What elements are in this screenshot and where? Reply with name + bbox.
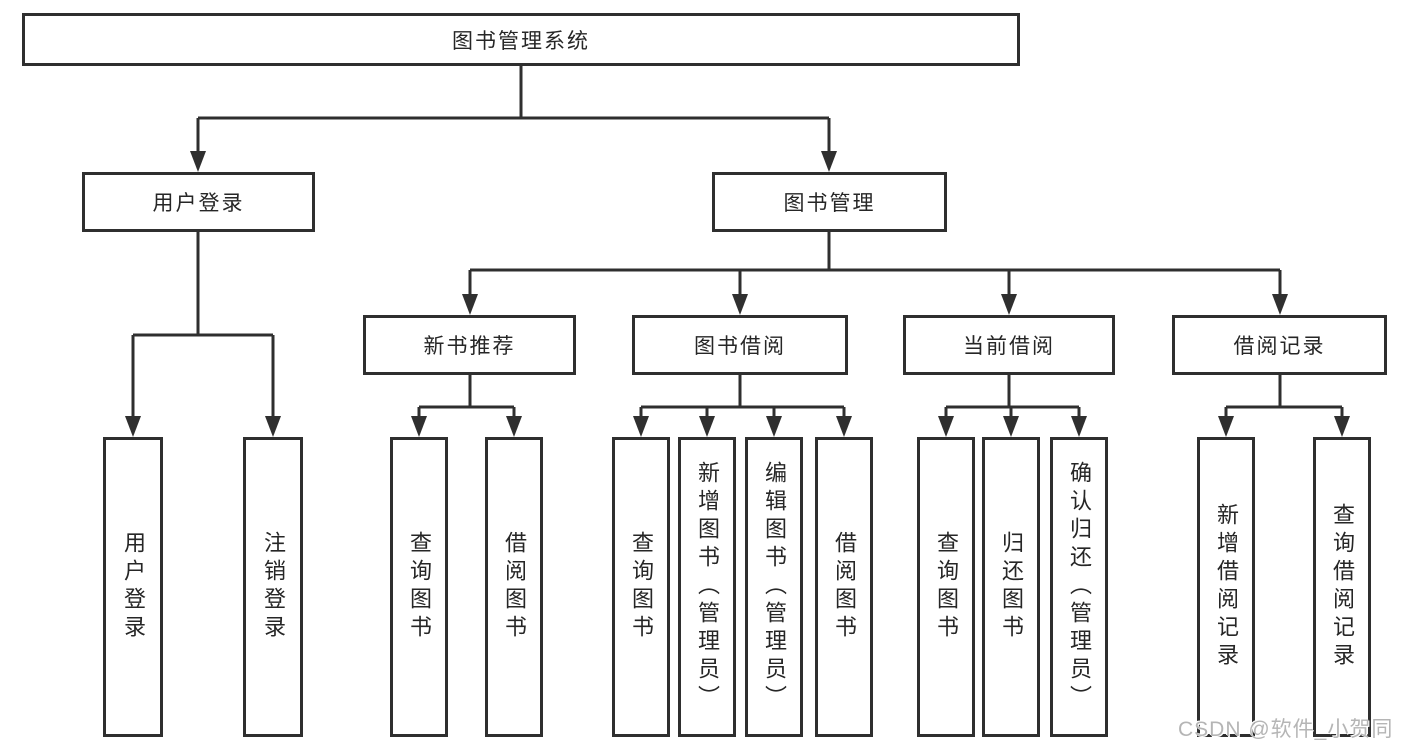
- connector-root-to-level2: [196, 66, 831, 154]
- leaf-confirm-return-admin: 确认归还（管理员）: [1050, 437, 1108, 737]
- leaf-query-books: 查询图书: [612, 437, 670, 737]
- arrowhead: [1071, 416, 1087, 437]
- leaf-query-books: 查询图书: [390, 437, 448, 737]
- leaf-borrow-books: 借阅图书: [815, 437, 873, 737]
- node-book-borrowing: 图书借阅: [632, 315, 848, 375]
- arrowhead: [1218, 416, 1234, 437]
- node-label: 用户登录: [152, 192, 245, 215]
- connector-current-borrowing: [944, 375, 1081, 421]
- connector-new-book-recommend: [417, 375, 516, 421]
- leaf-borrow-books: 借阅图书: [485, 437, 543, 737]
- arrowhead: [506, 416, 522, 437]
- node-label: 图书借阅: [694, 335, 786, 358]
- connector-borrowing-records: [1224, 375, 1344, 421]
- arrowhead: [190, 151, 206, 172]
- arrowhead: [938, 416, 954, 437]
- node-library-management-system: 图书管理系统: [22, 13, 1020, 66]
- leaf-query-books: 查询图书: [917, 437, 975, 737]
- arrowhead: [265, 416, 281, 437]
- node-current-borrowing: 当前借阅: [903, 315, 1115, 375]
- node-borrowing-records: 借阅记录: [1172, 315, 1387, 375]
- csdn-watermark: CSDN @软件_小贺同学: [1178, 718, 1394, 741]
- arrowhead: [1003, 416, 1019, 437]
- leaf-logout: 注销登录: [243, 437, 303, 737]
- arrowhead: [462, 294, 478, 315]
- connector-book-borrowing: [639, 375, 846, 421]
- node-new-book-recommend: 新书推荐: [363, 315, 576, 375]
- leaf-add-borrow-record: 新增借阅记录: [1197, 437, 1255, 737]
- arrowhead: [766, 416, 782, 437]
- arrowhead: [1001, 294, 1017, 315]
- leaf-return-books: 归还图书: [982, 437, 1040, 737]
- leaf-add-books-admin: 新增图书（管理员）: [678, 437, 736, 737]
- arrowhead: [732, 294, 748, 315]
- leaf-user-login: 用户登录: [103, 437, 163, 737]
- arrowhead: [411, 416, 427, 437]
- connector-book-mgmt: [468, 232, 1282, 297]
- node-label: 新书推荐: [423, 335, 516, 358]
- arrowhead: [821, 151, 837, 172]
- node-label: 当前借阅: [963, 335, 1055, 358]
- arrowhead: [125, 416, 141, 437]
- node-user-login: 用户登录: [82, 172, 315, 232]
- connector-user-login: [131, 232, 275, 419]
- node-book-management: 图书管理: [712, 172, 947, 232]
- arrowhead: [1334, 416, 1350, 437]
- node-label: 借阅记录: [1233, 335, 1326, 358]
- node-label: 图书管理: [783, 192, 876, 215]
- arrowhead: [633, 416, 649, 437]
- arrowhead: [699, 416, 715, 437]
- arrowhead: [836, 416, 852, 437]
- leaf-query-borrow-record: 查询借阅记录: [1313, 437, 1371, 737]
- arrowhead: [1272, 294, 1288, 315]
- node-label: 图书管理系统: [452, 29, 590, 53]
- leaf-edit-books-admin: 编辑图书（管理员）: [745, 437, 803, 737]
